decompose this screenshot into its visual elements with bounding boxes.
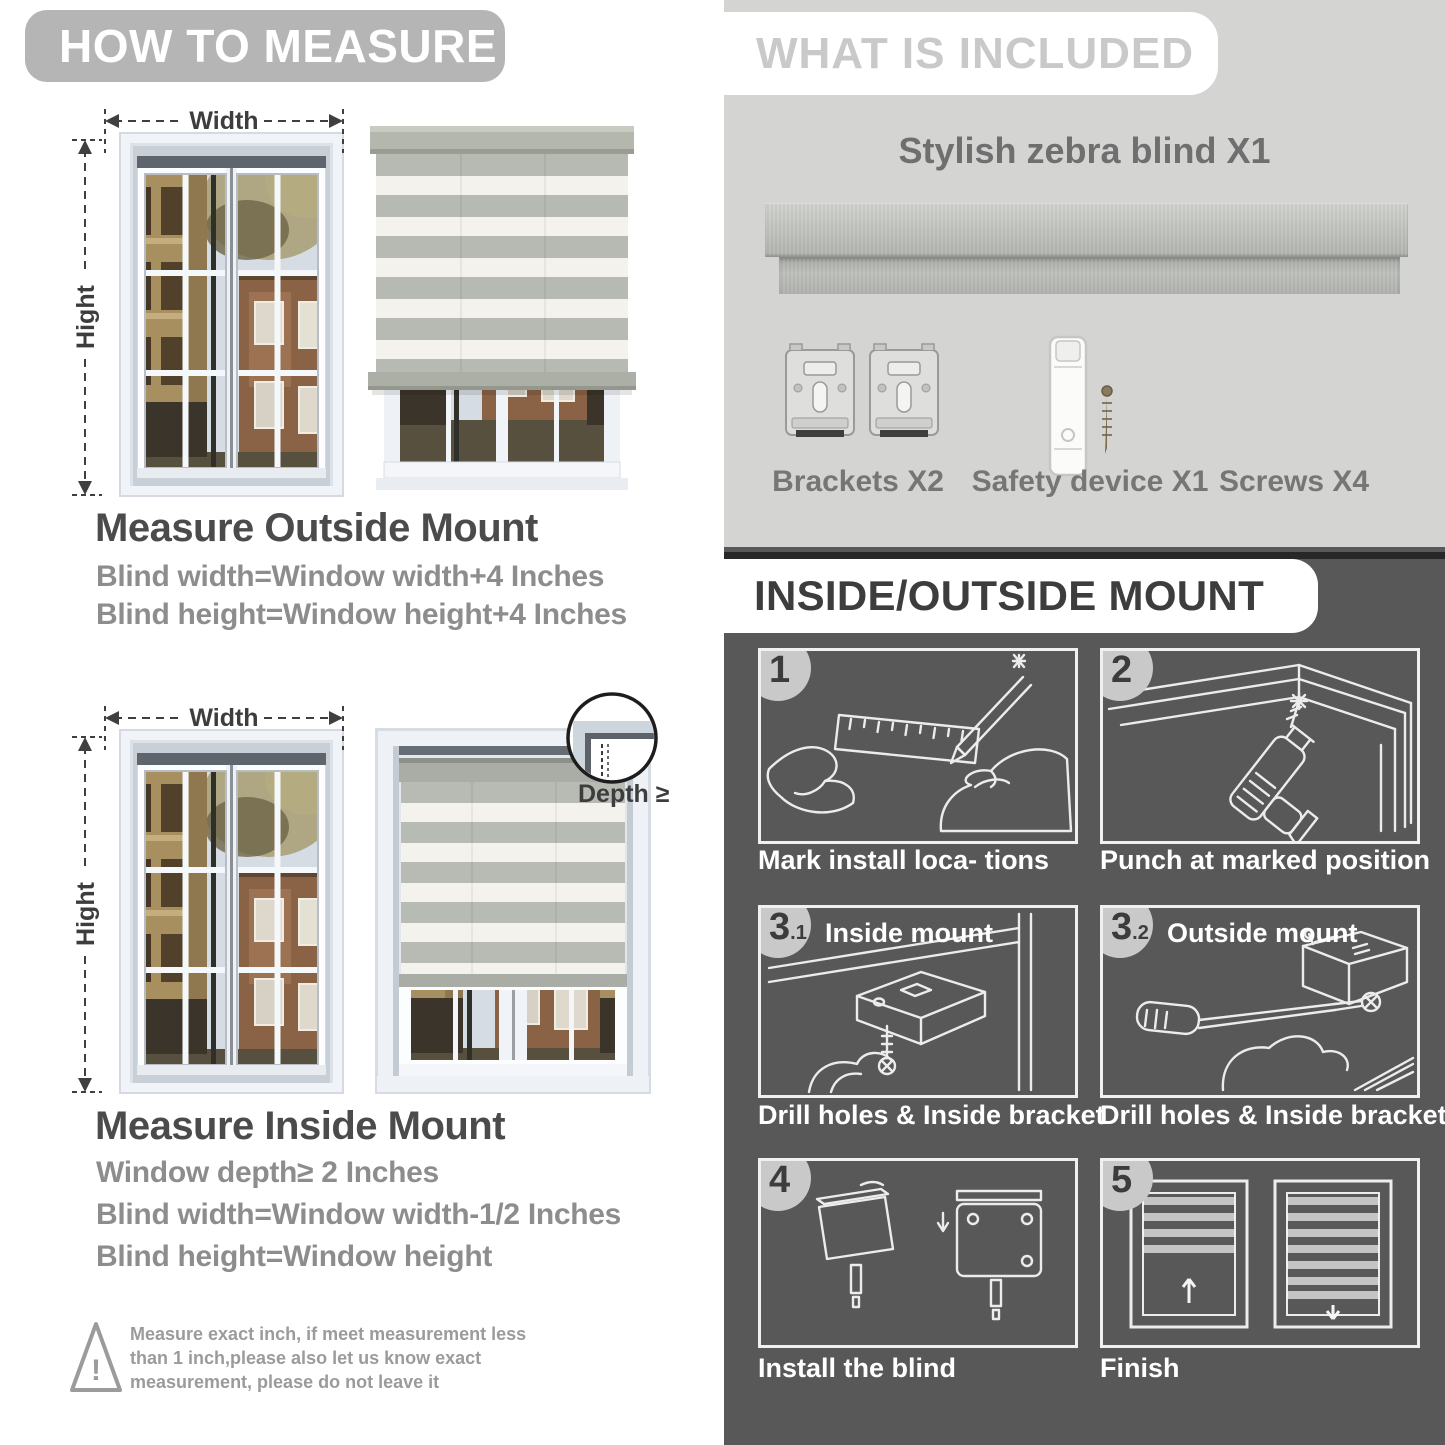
brackets-label: Brackets X2 [772,465,944,498]
height-label: Hight [72,881,100,946]
inside-mount-label: Inside mount [825,918,993,948]
step-1-caption: Mark install loca- tions [758,845,1050,875]
inside-mount-window-figure: Width Hight [72,704,344,1094]
what-is-included-title: WHAT IS INCLUDED [756,28,1195,78]
blind-headrail-image [765,203,1408,257]
outside-height-formula: Blind height=Window height+4 Inches [96,598,627,631]
outside-mount-window-figure: Width Hight [72,107,344,497]
blind-headrail-fabric [779,257,1400,294]
outside-width-formula: Blind width=Window width+4 Inches [96,560,605,593]
step-3-1-panel: 3.1 Inside mount [758,905,1078,1098]
outside-mount-label: Outside mount [1167,918,1358,948]
step-3-1-badge: 3.1 [761,908,811,958]
step-5-badge: 5 [1103,1161,1153,1211]
screws-label: Screws X4 [1218,465,1370,498]
safety-device-label: Safety device X1 [971,465,1209,498]
step-4-panel: 4 [758,1158,1078,1348]
how-to-measure-header: HOW TO MEASURE [25,10,505,82]
width-label: Width [189,107,258,135]
inside-depth-formula: Window depth≥ 2 Inches [96,1156,439,1189]
step-3-2-panel: 3.2 Outside mount [1100,905,1420,1098]
what-is-included-section: WHAT IS INCLUDED Stylish zebra blind X1 [724,0,1445,547]
mount-instructions-section: INSIDE/OUTSIDE MOUNT 1 Mark install loca… [724,547,1445,1445]
divider-line [724,552,1445,559]
step-2-panel: 2 [1100,648,1420,844]
height-label: Hight [72,284,100,349]
warning-line-1: Measure exact inch, if meet measurement … [130,1324,527,1344]
step-5-caption: Finish [1100,1353,1180,1383]
width-label: Width [189,704,258,732]
step-1-panel: 1 [758,648,1078,844]
inside-mount-title: Measure Inside Mount [95,1104,506,1148]
brackets-icon [785,343,939,437]
inside-width-formula: Blind width=Window width-1/2 Inches [96,1198,622,1231]
outside-mount-blind-figure [367,125,637,491]
inside-height-formula: Blind height=Window height [96,1240,493,1273]
step-3-2-badge: 3.2 [1103,908,1153,958]
inside-mount-blind-figure: Depth ≥ 2" [375,692,670,1094]
step-4-caption: Install the blind [758,1353,957,1383]
warning-line-2: than 1 inch,please also let us know exac… [130,1348,482,1368]
warning-triangle-icon: ! [70,1322,122,1392]
safety-device-icon [1048,335,1113,477]
zebra-blind-label: Stylish zebra blind X1 [898,130,1271,171]
step-3-2-caption: Drill holes & Inside bracket [1100,1100,1445,1130]
warning-line-3: measurement, please do not leave it [130,1372,440,1392]
outside-mount-title: Measure Outside Mount [95,506,538,550]
mount-title: INSIDE/OUTSIDE MOUNT [754,572,1265,619]
step-5-panel: 5 [1100,1158,1420,1348]
mount-header: INSIDE/OUTSIDE MOUNT [724,559,1318,633]
how-to-measure-title: HOW TO MEASURE [59,20,498,72]
what-is-included-header: WHAT IS INCLUDED [724,12,1218,95]
svg-text:!: ! [91,1354,101,1387]
step-2-caption: Punch at marked position [1100,845,1431,875]
step-3-1-caption: Drill holes & Inside bracket [758,1100,1105,1130]
depth-label: Depth ≥ 2" [578,780,670,808]
depth-callout [566,692,658,784]
